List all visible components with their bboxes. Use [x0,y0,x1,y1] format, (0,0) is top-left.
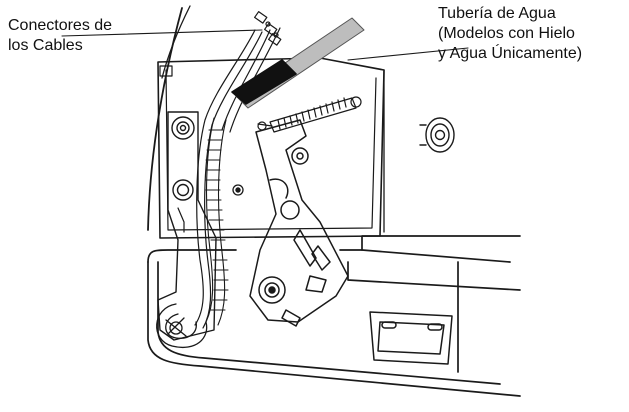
bolt-upper [171,116,195,140]
hinge-spring [257,96,362,133]
water-tube-leader [347,47,469,61]
bolt-middle [172,179,194,201]
oval-bracket [419,117,455,153]
tube-sleeve [231,59,297,105]
wire-connectors-label: Conectores de los Cables [8,16,112,56]
water-tube-label: Tubería de Agua (Modelos con Hielo y Agu… [438,4,582,64]
plate-slot [159,65,173,77]
harness-cable [205,117,229,326]
water-tube-label-line2: (Modelos con Hielo [438,25,575,42]
cabinet-edge [147,7,183,231]
small-screw [232,184,244,196]
hinge-pivot [258,276,286,304]
connectors-leader [61,29,263,37]
door-bracket [369,311,453,365]
wire-connectors-label-line1: Conectores de [8,17,113,34]
water-tube-label-line3: y Agua Únicamente) [438,45,583,62]
cable-loop [156,303,208,348]
hinge-arm [249,119,349,327]
water-tube-label-line1: Tubería de Agua [438,5,556,22]
cabinet-edge-top [161,5,191,79]
door-body [147,235,521,397]
mounting-strip [157,111,244,341]
wire-connectors [254,11,282,46]
wire-connectors-label-line2: los Cables [8,37,83,54]
